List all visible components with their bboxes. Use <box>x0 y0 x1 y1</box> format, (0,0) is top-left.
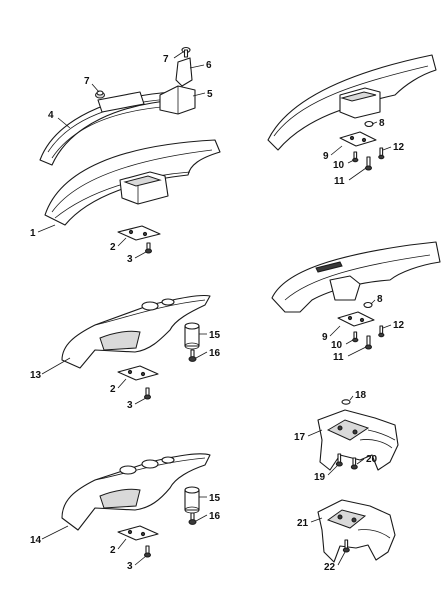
part-11-screw <box>365 156 372 171</box>
deflector-mid-right <box>271 241 441 313</box>
callout-15: 15 <box>209 330 221 341</box>
part-8-washer <box>364 120 374 128</box>
callout-labels: 7 6 5 7 4 1 2 3 8 9 10 12 11 8 9 10 12 1… <box>30 54 405 573</box>
part-6-clip <box>175 57 193 87</box>
deflector-assembly-bottom-left <box>61 453 211 558</box>
callout-21: 21 <box>297 518 309 529</box>
callout-7: 7 <box>84 76 90 87</box>
callout-13: 13 <box>30 370 42 381</box>
callout-2: 2 <box>110 545 116 556</box>
callout-9: 9 <box>323 151 329 162</box>
callout-9: 9 <box>322 332 328 343</box>
callout-18: 18 <box>355 390 367 401</box>
callout-11: 11 <box>334 176 345 187</box>
part-12-screw <box>378 325 385 338</box>
part-3-screw <box>144 387 151 400</box>
part-10-screw <box>352 151 359 163</box>
callout-3: 3 <box>127 561 133 572</box>
part-3-screw <box>145 242 152 254</box>
callout-4: 4 <box>48 110 54 121</box>
part-8-washer <box>363 301 373 309</box>
part-12-screw <box>378 147 385 160</box>
callout-10: 10 <box>333 160 345 171</box>
part-17-housing <box>317 409 399 471</box>
callout-16: 16 <box>209 348 221 359</box>
callout-6: 6 <box>206 60 212 71</box>
callout-7: 7 <box>163 54 169 65</box>
part-15-spacer <box>184 322 200 350</box>
callout-14: 14 <box>30 535 42 546</box>
part-16-screw <box>188 512 197 525</box>
deflector-assembly-top-right <box>267 54 437 171</box>
assembly-part-17 <box>317 399 399 471</box>
callout-12: 12 <box>393 142 405 153</box>
part-22-screw <box>342 539 350 553</box>
part-10-screw <box>352 331 359 343</box>
deflector-assembly-top-left <box>39 46 221 254</box>
deflector-assembly-mid-left <box>61 294 211 400</box>
part-2-plate <box>117 525 159 541</box>
part-16-screw <box>188 349 197 362</box>
callout-11: 11 <box>333 352 344 363</box>
part-2-plate <box>117 225 161 241</box>
part-7-screw <box>95 90 105 99</box>
callout-12: 12 <box>393 320 405 331</box>
callout-8: 8 <box>379 118 385 129</box>
part-2-plate <box>117 365 159 381</box>
callout-2: 2 <box>110 384 116 395</box>
deflector-assembly-mid-right <box>271 241 441 350</box>
part-18-washer <box>341 399 351 405</box>
callout-1: 1 <box>30 228 36 239</box>
part-15-spacer <box>184 486 200 514</box>
callout-15: 15 <box>209 493 221 504</box>
assembly-part-21 <box>317 499 396 563</box>
callout-17: 17 <box>294 432 306 443</box>
part-7-screw <box>181 46 191 58</box>
part-9-plate <box>339 131 377 147</box>
callout-10: 10 <box>331 340 343 351</box>
callout-3: 3 <box>127 400 133 411</box>
part-9-plate <box>337 311 375 327</box>
callout-8: 8 <box>377 294 383 305</box>
callout-5: 5 <box>207 89 213 100</box>
callout-3: 3 <box>127 254 133 265</box>
callout-20: 20 <box>366 454 378 465</box>
part-20-screw <box>350 457 358 470</box>
leader-lines <box>37 51 392 566</box>
callout-22: 22 <box>324 562 336 573</box>
part-21-housing <box>317 499 396 563</box>
callout-19: 19 <box>314 472 326 483</box>
part-3-screw <box>144 545 151 558</box>
part-11-screw <box>365 335 372 350</box>
callout-16: 16 <box>209 511 221 522</box>
part-19-screw <box>335 453 343 467</box>
part-5-bracket <box>159 85 196 115</box>
callout-2: 2 <box>110 242 116 253</box>
